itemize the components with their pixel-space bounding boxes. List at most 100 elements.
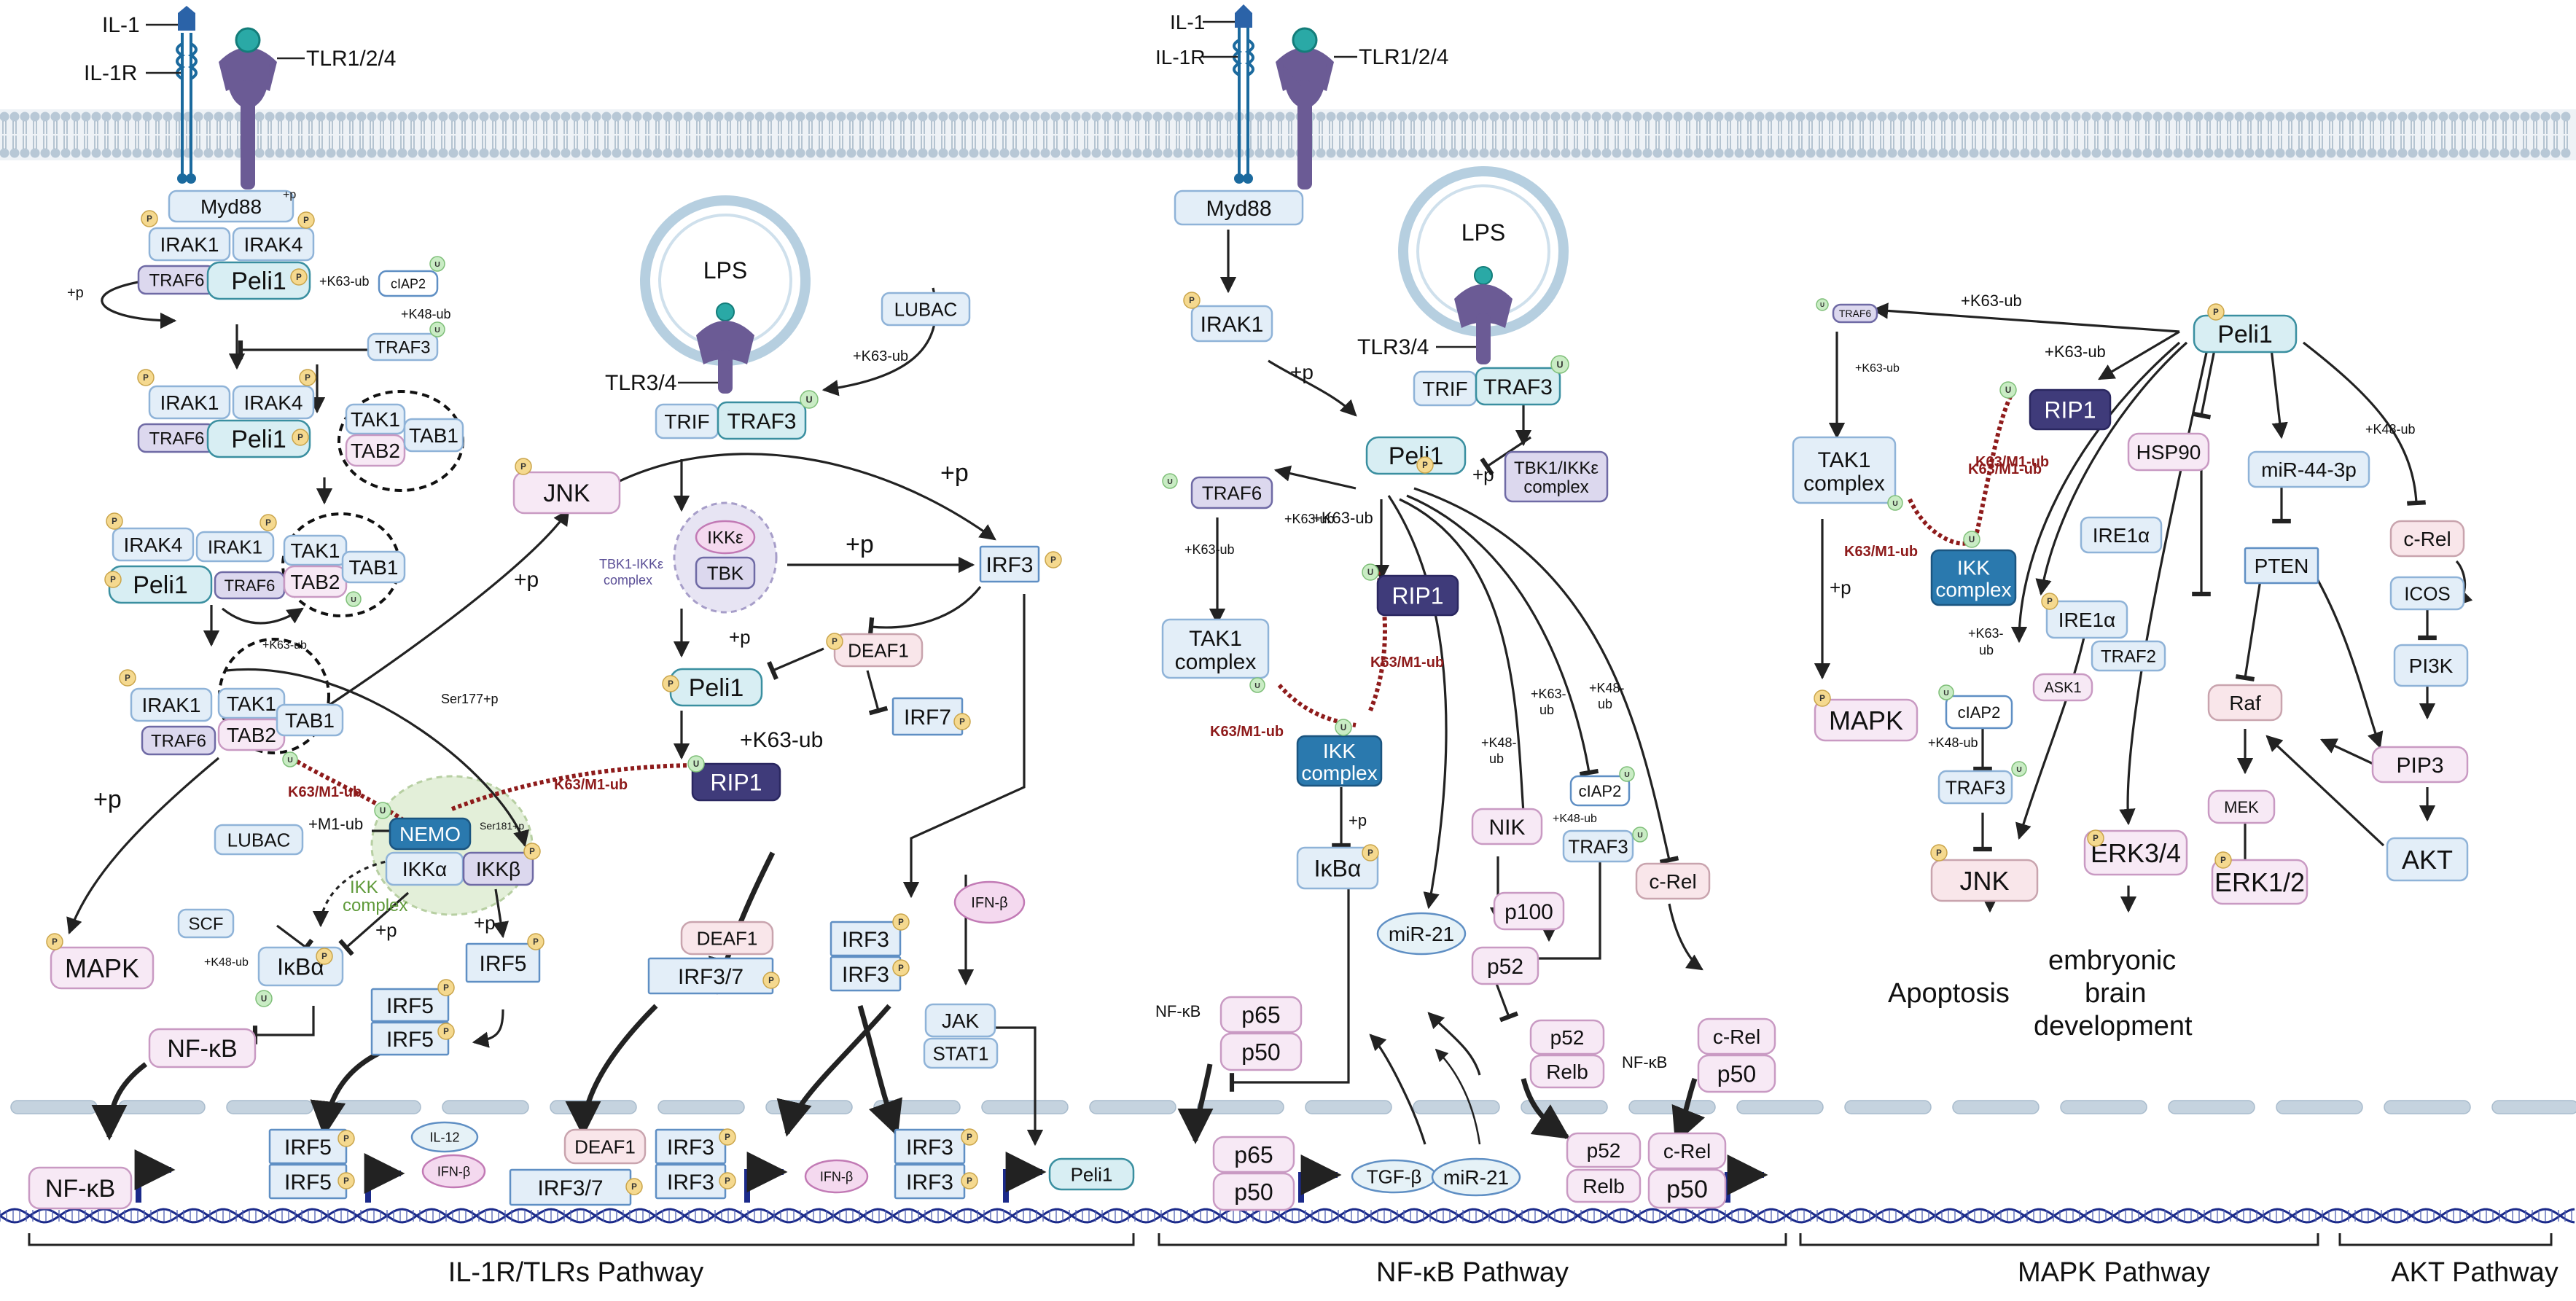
svg-text:P: P bbox=[265, 519, 271, 528]
phospho-badge-icon: P bbox=[337, 1172, 355, 1189]
dna-strand bbox=[0, 1208, 2575, 1224]
nuc-mir21-label: miR-21 bbox=[1443, 1166, 1509, 1189]
phospho-badge-icon: P bbox=[625, 1178, 643, 1195]
irak1-node: IRAK1 P bbox=[141, 210, 231, 262]
nuc-ifnb-1-label: IFN-β bbox=[437, 1164, 470, 1179]
svg-text:P: P bbox=[1819, 695, 1825, 703]
traf6-node: TRAF6 bbox=[137, 265, 216, 295]
tlr34-label-right: TLR3/4 bbox=[1357, 335, 1429, 359]
p-label-7: +p bbox=[846, 531, 874, 558]
il1-label-right: IL-1 bbox=[1170, 11, 1205, 34]
tak1-node-b: TAK1 bbox=[283, 534, 348, 566]
ubiquitin-badge-icon: U bbox=[1162, 473, 1178, 489]
traf2-node-label: TRAF2 bbox=[2101, 647, 2156, 667]
svg-text:P: P bbox=[303, 216, 309, 225]
mir44-node: miR-44-3p bbox=[2247, 450, 2370, 488]
irak1-node-label: IRAK1 bbox=[160, 233, 219, 256]
traf6-node-d-label: TRAF6 bbox=[151, 732, 206, 751]
nuc-deaf1: DEAF1 bbox=[563, 1128, 647, 1165]
ubiquitin-badge-icon: U bbox=[374, 802, 391, 819]
svg-text:U: U bbox=[1969, 536, 1975, 544]
irf3-node-c-label: IRF3 bbox=[842, 963, 889, 987]
peli1-node-4-label: Peli1 bbox=[2217, 321, 2273, 348]
svg-text:U: U bbox=[1637, 831, 1643, 840]
phospho-badge-icon: P bbox=[961, 1172, 978, 1189]
ubiquitin-badge-icon: U bbox=[1816, 298, 1829, 311]
phospho-badge-icon: P bbox=[316, 948, 333, 965]
ikka-node: IKKα bbox=[385, 851, 464, 886]
tab1-node-c-label: TAB1 bbox=[285, 709, 335, 732]
k48-label-3: +K48-ub bbox=[1553, 813, 1597, 825]
crel-node-2-label: c-Rel bbox=[1713, 1025, 1760, 1048]
nuc-p52: p52 bbox=[1566, 1132, 1642, 1168]
svg-text:P: P bbox=[2213, 308, 2219, 317]
nuc-irf3-a-label: IRF3 bbox=[667, 1136, 714, 1160]
nuclear-dim-arrows bbox=[1435, 1048, 1481, 1145]
svg-text:U: U bbox=[434, 326, 440, 335]
ubiquitin-badge-icon: U bbox=[1963, 531, 1980, 548]
peli1-node-label: Peli1 bbox=[231, 267, 286, 295]
svg-text:P: P bbox=[1050, 556, 1056, 565]
tlr-label: TLR1/2/4 bbox=[306, 47, 396, 71]
mek-node-label: MEK bbox=[2224, 798, 2259, 816]
irak1-node-2-label: IRAK1 bbox=[1201, 313, 1264, 337]
nuc-nfkb: NF-κB bbox=[28, 1166, 133, 1210]
tlr-label-right: TLR1/2/4 bbox=[1359, 45, 1448, 69]
rip1-node-1-label: RIP1 bbox=[710, 770, 762, 796]
phospho-badge-icon: P bbox=[662, 675, 679, 692]
traf3-node-2-label: TRAF3 bbox=[727, 410, 796, 434]
lps-label-left: LPS bbox=[703, 257, 747, 284]
tab1-node-a: TAB1 bbox=[403, 418, 464, 453]
k48-label-4: +K48-ub bbox=[2365, 422, 2416, 437]
nuc-irf3-b-label: IRF3 bbox=[667, 1171, 714, 1195]
p52-node-2: p52 bbox=[1529, 1019, 1605, 1055]
tab2-node-b-label: TAB2 bbox=[291, 571, 340, 593]
k63-label-3: +K63-ub bbox=[853, 348, 908, 364]
svg-text:P: P bbox=[147, 215, 152, 224]
k48-label-1: +K48-ub bbox=[401, 307, 451, 321]
svg-text:U: U bbox=[1820, 301, 1824, 308]
p50-node-2: p50 bbox=[1219, 1032, 1303, 1071]
p-label-8: +p bbox=[940, 459, 969, 487]
traf6-node-3-label: TRAF6 bbox=[1202, 482, 1262, 504]
receptor-group-right: IL-1 IL-1R TLR1/2/4 bbox=[1155, 4, 1448, 190]
irf5-node-b-label: IRF5 bbox=[386, 994, 434, 1018]
trif-node-2-label: TRIF bbox=[1422, 378, 1467, 400]
nuc-p50: p50 bbox=[1212, 1172, 1295, 1211]
svg-text:U: U bbox=[380, 807, 386, 816]
il1r-label: IL-1R bbox=[84, 61, 137, 85]
svg-text:U: U bbox=[2005, 386, 2011, 395]
phospho-badge-icon: P bbox=[106, 512, 123, 530]
svg-text:P: P bbox=[343, 1177, 349, 1186]
k48-short-1: +K48- bbox=[1481, 735, 1517, 750]
k63-m1-ub-chains bbox=[290, 392, 2014, 826]
p-label-3: +p bbox=[514, 568, 539, 592]
k63-label-5: +K63-ub bbox=[1284, 512, 1335, 526]
hsp90-node: HSP90 bbox=[2127, 432, 2210, 472]
svg-text:P: P bbox=[143, 374, 149, 383]
phospho-badge-icon: P bbox=[259, 514, 277, 531]
ubiquitin-badge-icon: U bbox=[1362, 563, 1379, 581]
svg-text:P: P bbox=[1936, 849, 1942, 858]
p-label-1: +p bbox=[283, 189, 296, 201]
ikkb-node-label: IKKβ bbox=[476, 858, 520, 880]
svg-text:P: P bbox=[2093, 835, 2099, 843]
trif-node-1: TRIF bbox=[655, 403, 719, 439]
p-label-2: +p bbox=[67, 285, 84, 301]
il1-ligand-right-icon bbox=[1235, 4, 1252, 28]
phospho-badge-icon: P bbox=[2087, 829, 2104, 847]
pten-node: PTEN bbox=[2244, 547, 2319, 585]
